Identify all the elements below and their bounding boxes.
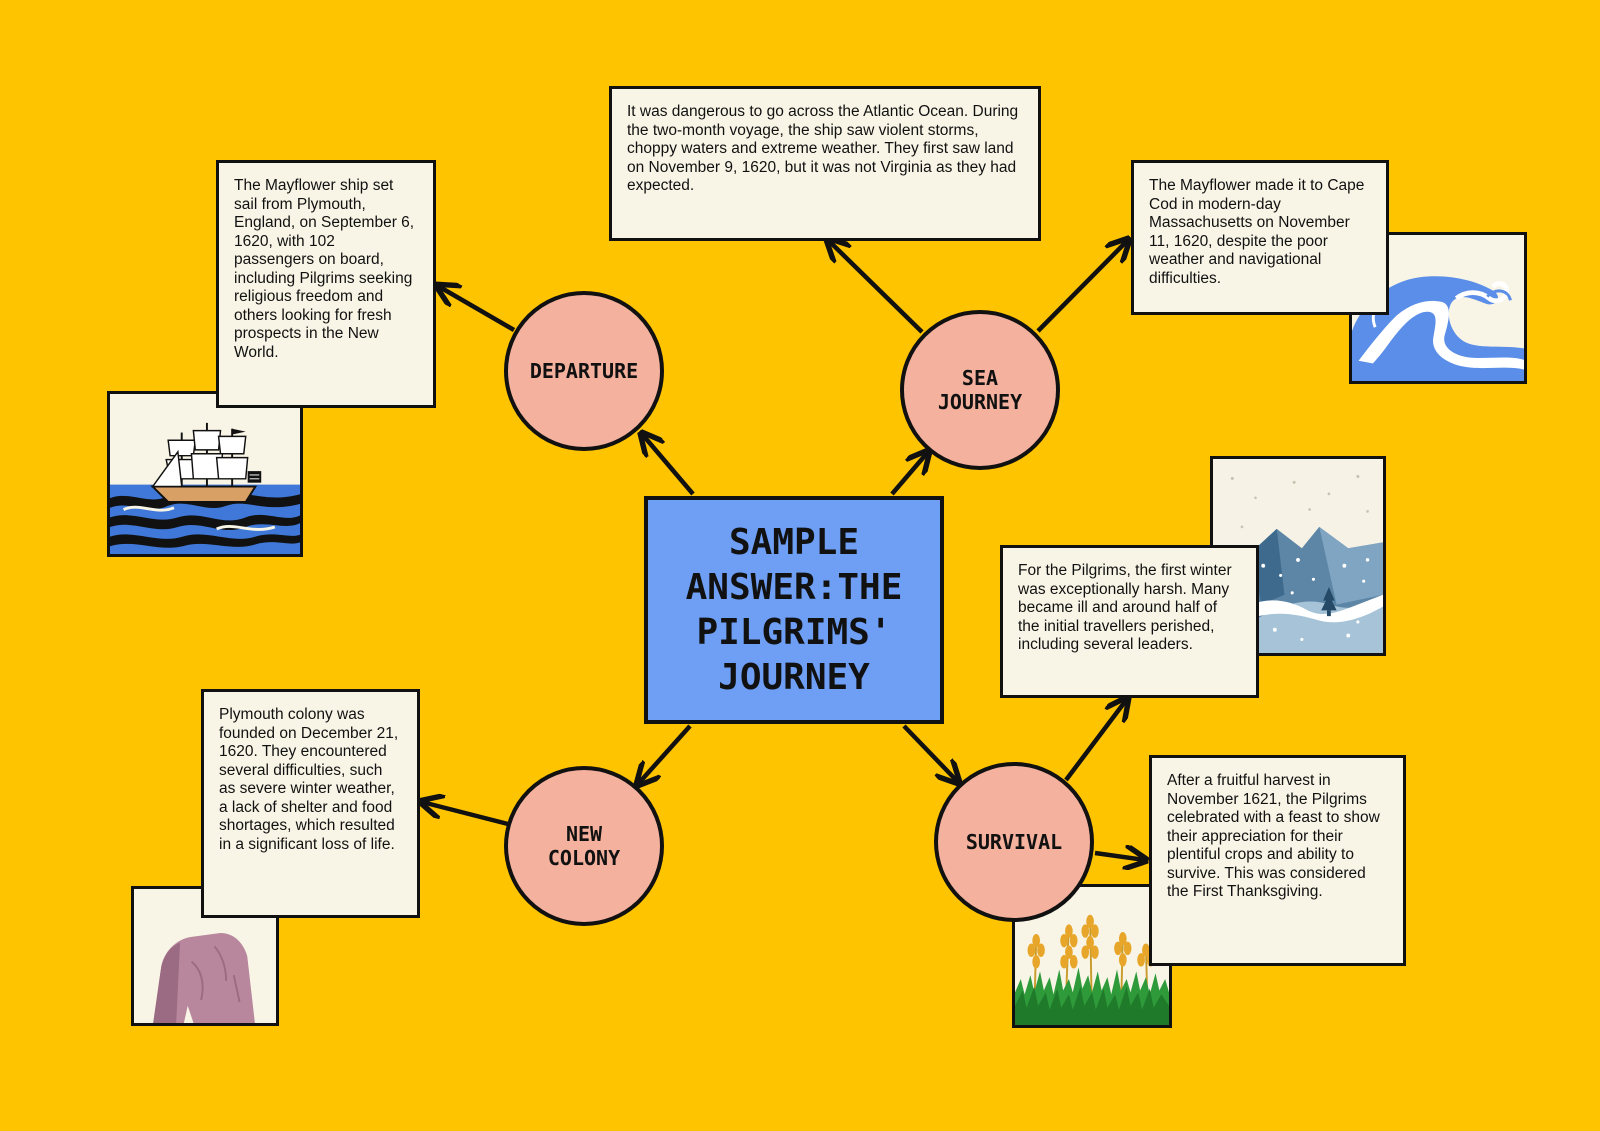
wave-icon (1352, 235, 1524, 381)
central-title: SAMPLE ANSWER:THE PILGRIMS' JOURNEY (644, 496, 944, 724)
topic-departure: DEPARTURE (504, 291, 664, 451)
sea-voyage-note: It was dangerous to go across the Atlant… (609, 86, 1041, 241)
arrow-sea-journey-to-voyage-note (828, 240, 924, 334)
arrow-center-to-new-colony (638, 724, 692, 784)
arrow-survival-to-harvest-note (1094, 853, 1145, 860)
sea-arrival-note: The Mayflower made it to Cape Cod in mod… (1131, 160, 1389, 315)
arrow-departure-to-note (438, 286, 516, 332)
arrow-center-to-departure (642, 434, 695, 496)
arrow-center-to-sea-journey (890, 452, 928, 496)
ship-picture (107, 391, 303, 557)
arrow-survival-to-winter-note (1064, 699, 1127, 782)
departure-note: The Mayflower ship set sail from Plymout… (216, 160, 436, 408)
ship-icon (110, 394, 300, 554)
topic-new-colony: NEW COLONY (504, 766, 664, 926)
rock-picture (131, 886, 279, 1026)
topic-sea-journey: SEA JOURNEY (900, 310, 1060, 470)
new-colony-note: Plymouth colony was founded on December … (201, 689, 420, 918)
arrow-sea-journey-to-arrival-note (1036, 240, 1128, 333)
arrow-new-colony-to-note (422, 802, 509, 827)
survival-harvest-note: After a fruitful harvest in November 162… (1149, 755, 1406, 966)
topic-survival: SURVIVAL (934, 762, 1094, 922)
arrow-center-to-survival (902, 724, 958, 782)
survival-winter-note: For the Pilgrims, the first winter was e… (1000, 545, 1259, 698)
